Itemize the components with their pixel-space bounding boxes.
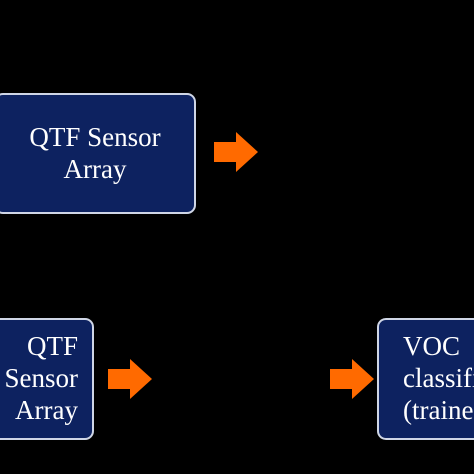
right-arrow-icon — [330, 359, 374, 399]
qtf-sensor-array-box-top: QTF Sensor Array — [0, 93, 196, 214]
qtf-sensor-array-box-bottom: QTF Sensor Array — [0, 318, 94, 440]
box-bottom-left-line-2: Sensor — [4, 363, 79, 394]
right-arrow-icon — [214, 132, 258, 172]
box-top-line-2: Array — [63, 153, 127, 184]
box-bottom-right-line-3: (trained) — [403, 394, 474, 425]
box-bottom-left-line-1: QTF — [26, 331, 78, 362]
voc-classifier-box: VOC classifier (trained) — [377, 318, 474, 440]
box-top-line-1: QTF Sensor — [29, 121, 161, 152]
right-arrow-icon — [108, 359, 152, 399]
box-bottom-right-line-2: classifier — [403, 363, 474, 394]
box-bottom-left-line-3: Array — [15, 394, 78, 425]
box-bottom-right-line-1: VOC — [403, 331, 461, 362]
